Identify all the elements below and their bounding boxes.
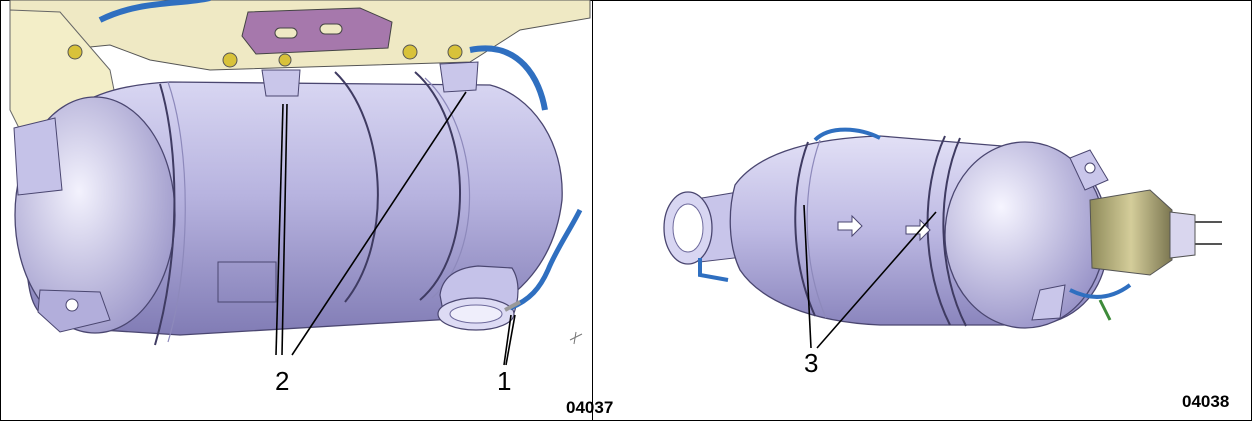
sensor-hose-left — [509, 208, 583, 311]
mounting-plate — [241, 7, 393, 55]
left-illustration — [9, 0, 591, 366]
panel-divider — [592, 0, 593, 421]
callout-1: 1 — [497, 366, 512, 396]
figure-code-left: 04037 — [566, 398, 614, 417]
callout-2: 2 — [275, 366, 290, 396]
axis-mark — [569, 331, 583, 345]
figure-code-right: 04038 — [1182, 392, 1230, 411]
right-illustration — [663, 127, 1222, 349]
outlet-connector — [1089, 189, 1173, 276]
callout-3: 3 — [804, 348, 819, 378]
leader-lines-left — [275, 91, 516, 366]
hose-top-right — [469, 45, 548, 111]
leader-lines-right — [803, 204, 937, 349]
clamp-band-1 — [154, 83, 176, 346]
clamp-band-2 — [334, 71, 379, 303]
clamp-band-3 — [414, 71, 462, 301]
clamp-band-right-1 — [794, 141, 816, 317]
